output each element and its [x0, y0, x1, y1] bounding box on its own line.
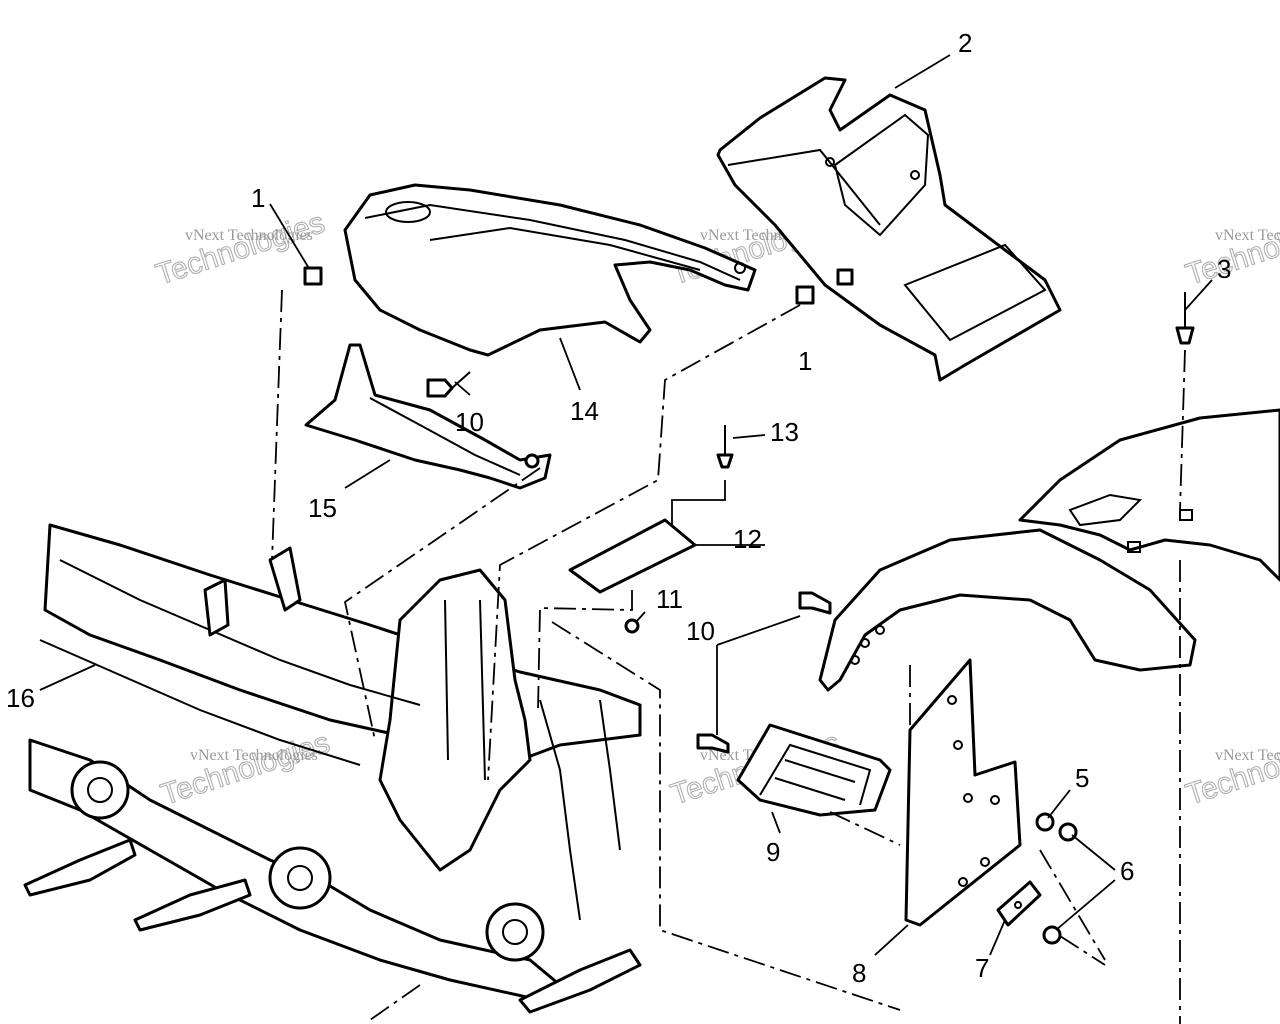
svg-text:Technologies: Technologies [152, 206, 329, 292]
callout-1: 1 [251, 183, 265, 213]
watermark-1: Technologies vNext Technologies [151, 206, 329, 293]
leader-lines [39, 54, 1213, 956]
callout-3: 3 [1217, 254, 1231, 284]
part-deflector [304, 343, 552, 490]
part-washer-plate [996, 880, 1042, 927]
svg-text:Technologies: Technologies [1182, 726, 1280, 812]
watermark-4: Technologies vNext Technologies [156, 726, 334, 813]
part-footrest [736, 723, 892, 817]
fastener-3 [1175, 292, 1195, 345]
callout-5: 5 [1075, 763, 1089, 793]
part-bolt-lower [696, 591, 832, 754]
callout-13: 13 [770, 417, 799, 447]
part-mudflap [904, 658, 1022, 927]
svg-text:Technologies: Technologies [157, 726, 334, 812]
svg-text:vNext Technologies: vNext Technologies [1215, 747, 1280, 764]
part-clip [624, 618, 640, 634]
part-fender-front [818, 528, 1197, 692]
fastener-1-left [303, 266, 323, 286]
callout-10: 10 [455, 407, 484, 437]
assembly-lines [271, 289, 1186, 1024]
part-rivet [716, 425, 734, 469]
svg-text:vNext Technologies: vNext Technologies [185, 227, 313, 244]
callout-16: 16 [6, 683, 35, 713]
part-rear-cover [716, 76, 1062, 382]
callout-11: 11 [656, 584, 683, 614]
callout-8: 8 [852, 958, 866, 988]
fastener-1-right [795, 285, 815, 305]
callout-2: 2 [958, 28, 972, 58]
part-fender-rear [1018, 408, 1280, 582]
svg-text:vNext Technologies: vNext Technologies [1215, 227, 1280, 244]
svg-text:vNext Technologies: vNext Technologies [190, 747, 318, 764]
callout-14: 14 [570, 396, 599, 426]
part-front-cover [343, 183, 757, 357]
callout-10b: 10 [686, 616, 715, 646]
callout-7: 7 [975, 953, 989, 983]
part-bolt-upper [426, 371, 471, 398]
callout-12: 12 [733, 524, 762, 554]
callout-6: 6 [1120, 856, 1134, 886]
part-nuts [1035, 812, 1078, 945]
part-frame [23, 523, 642, 1014]
callout-9: 9 [766, 837, 780, 867]
callout-15: 15 [308, 493, 337, 523]
part-plate [568, 518, 697, 594]
callout-1b: 1 [798, 346, 812, 376]
watermark-6: Technologies vNext Technologies [1181, 726, 1280, 813]
